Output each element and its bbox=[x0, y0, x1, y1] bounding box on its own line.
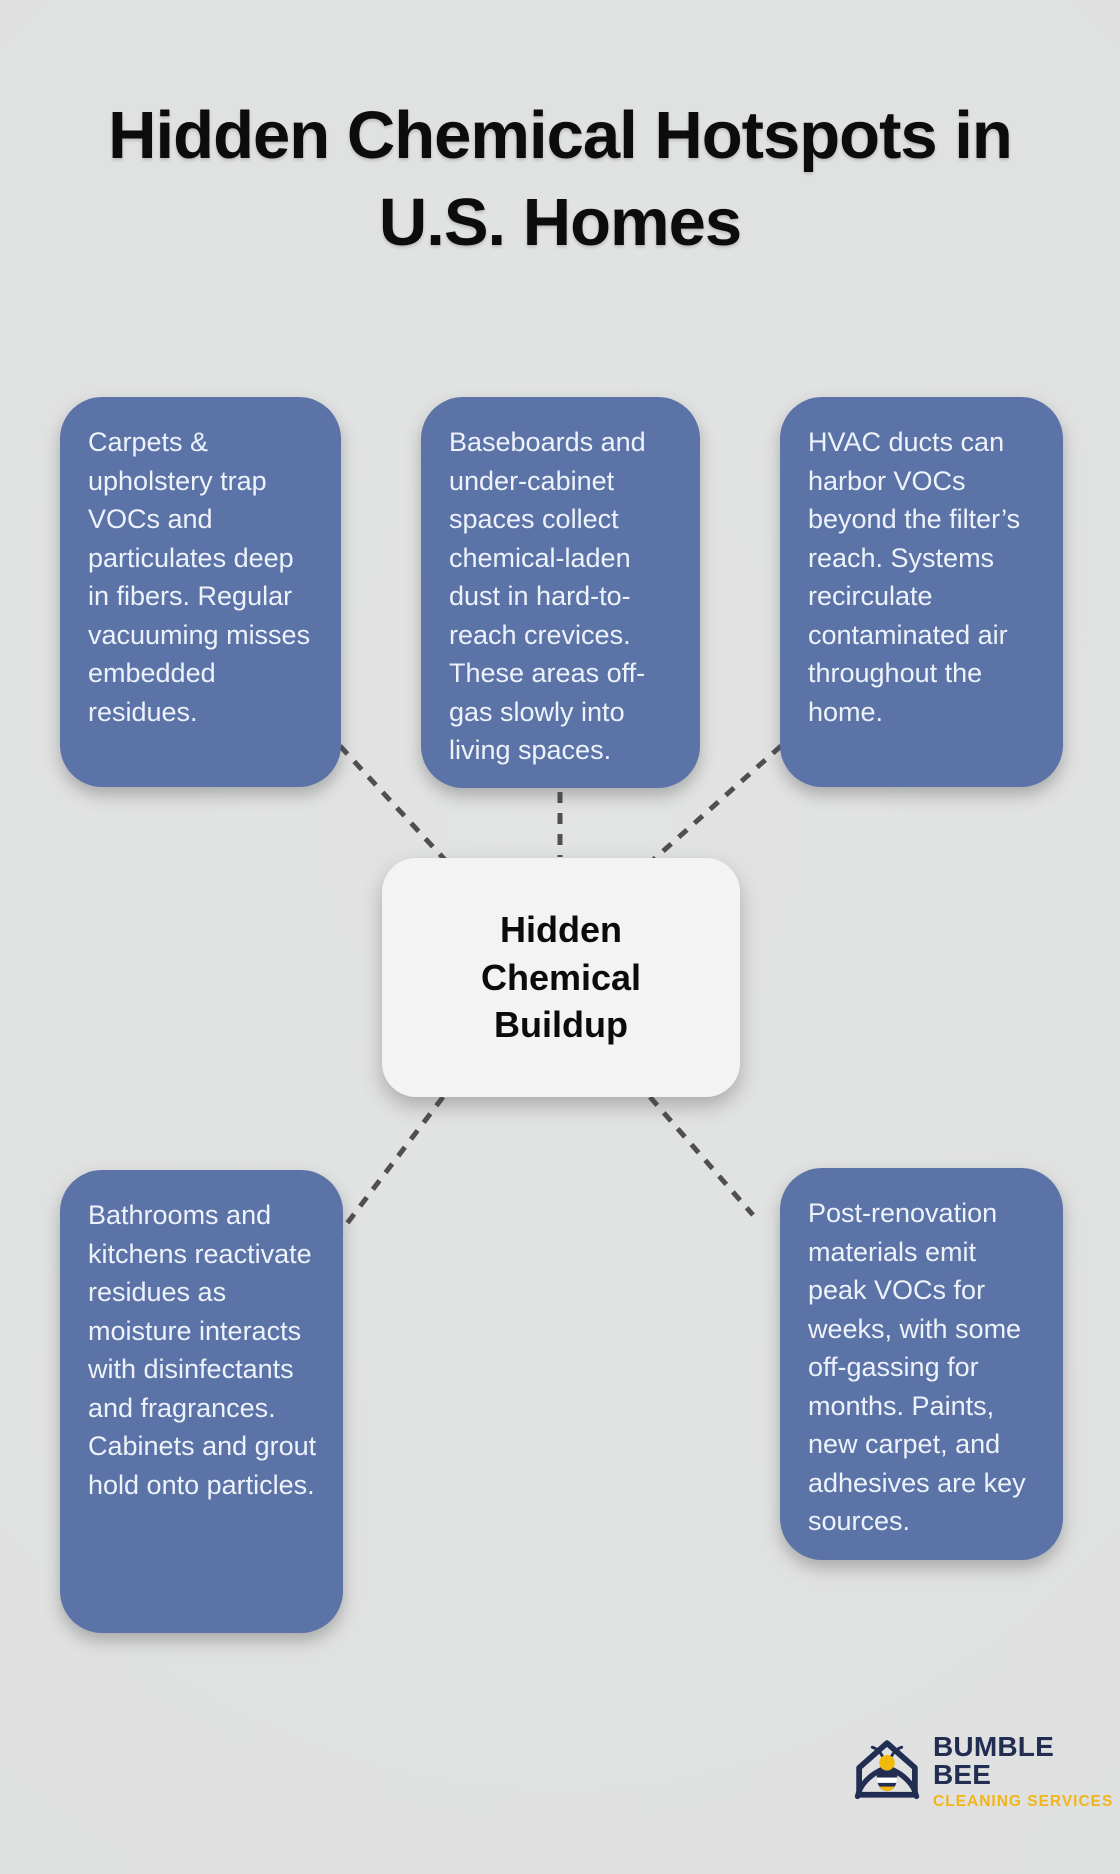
card-baseboards-cabinets: Baseboards and under-cabinet spaces coll… bbox=[421, 397, 700, 788]
card-carpets-upholstery-text: Carpets & upholstery trap VOCs and parti… bbox=[88, 427, 311, 727]
brand-logo: BUMBLE BEE CLEANING SERVICES bbox=[846, 1730, 1120, 1812]
bumble-bee-house-icon bbox=[854, 1740, 920, 1800]
brand-name: BUMBLE BEE bbox=[933, 1730, 1054, 1790]
card-post-renovation-text: Post-renovation materials emit peak VOCs… bbox=[808, 1198, 1026, 1536]
page-title: Hidden Chemical Hotspots in U.S. Homes bbox=[0, 92, 1120, 266]
card-bathrooms-kitchens: Bathrooms and kitchens reactivate residu… bbox=[60, 1170, 343, 1633]
card-bathrooms-kitchens-text: Bathrooms and kitchens reactivate residu… bbox=[88, 1200, 317, 1500]
card-baseboards-cabinets-text: Baseboards and under-cabinet spaces coll… bbox=[449, 427, 646, 765]
brand-logo-text: BUMBLE BEE CLEANING SERVICES bbox=[933, 1730, 1120, 1810]
connector-center-to-renovation bbox=[648, 1095, 755, 1217]
card-carpets-upholstery: Carpets & upholstery trap VOCs and parti… bbox=[60, 397, 341, 787]
center-node: Hidden Chemical Buildup bbox=[382, 858, 740, 1097]
center-node-label: Hidden Chemical Buildup bbox=[480, 908, 642, 1046]
brand-tagline: CLEANING SERVICES bbox=[933, 1792, 1114, 1810]
card-post-renovation: Post-renovation materials emit peak VOCs… bbox=[780, 1168, 1063, 1560]
connector-center-to-bathrooms bbox=[337, 1095, 445, 1236]
card-hvac-ducts: HVAC ducts can harbor VOCs beyond the fi… bbox=[780, 397, 1063, 787]
card-hvac-ducts-text: HVAC ducts can harbor VOCs beyond the fi… bbox=[808, 427, 1021, 727]
page-title-text: Hidden Chemical Hotspots in U.S. Homes bbox=[108, 98, 1013, 261]
